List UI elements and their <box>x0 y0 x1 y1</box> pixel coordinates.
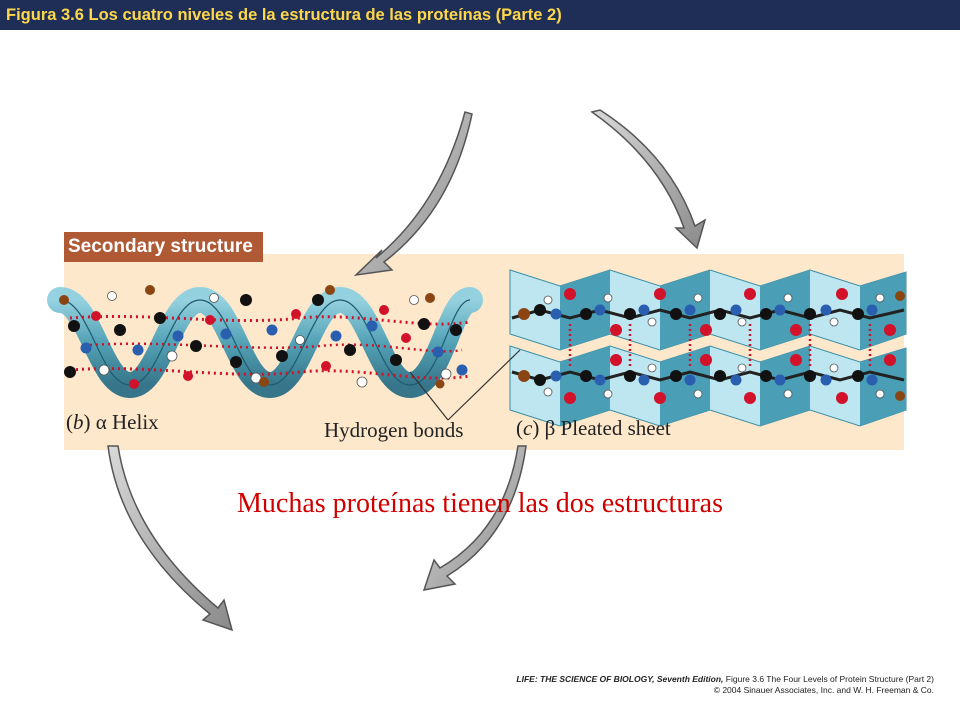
arrow-top-right <box>590 109 707 250</box>
helix-atoms <box>59 285 468 389</box>
arrow-bottom-left <box>107 445 234 632</box>
helix-label-text: α Helix <box>95 410 159 434</box>
hydrogen-bond-line <box>89 342 463 353</box>
credit-book-title: LIFE: THE SCIENCE OF BIOLOGY, Seventh Ed… <box>516 674 724 684</box>
helix-label: (b) α Helix <box>66 410 159 434</box>
hydrogen-bond-line <box>69 314 471 326</box>
helix-letter: b <box>73 410 84 434</box>
sheet-atoms <box>518 288 905 404</box>
beta-sheet-illustration <box>509 269 907 427</box>
sheet-label: (c) β Pleated sheet <box>516 416 671 440</box>
arrow-bottom-right <box>422 445 527 591</box>
sheet-letter: c <box>523 416 533 440</box>
note-text: Muchas proteínas tienen las dos estructu… <box>237 488 723 519</box>
credit-figure-caption: Figure 3.6 The Four Levels of Protein St… <box>725 674 934 684</box>
credit-line-2: © 2004 Sinauer Associates, Inc. and W. H… <box>713 685 934 695</box>
sheet-label-text: β Pleated sheet <box>544 416 671 440</box>
arrow-top-left <box>353 111 473 277</box>
hydrogen-bonds-leader <box>409 349 521 421</box>
section-label: Secondary structure <box>64 232 263 262</box>
alpha-helix-illustration <box>47 285 483 399</box>
slide-title: Figura 3.6 Los cuatro niveles de la estr… <box>0 0 960 30</box>
figure-credit: LIFE: THE SCIENCE OF BIOLOGY, Seventh Ed… <box>516 674 934 696</box>
hydrogen-bonds-label: Hydrogen bonds <box>324 418 464 442</box>
credit-line-1: LIFE: THE SCIENCE OF BIOLOGY, Seventh Ed… <box>516 674 934 685</box>
sheet-hydrogen-bonds <box>568 324 872 366</box>
